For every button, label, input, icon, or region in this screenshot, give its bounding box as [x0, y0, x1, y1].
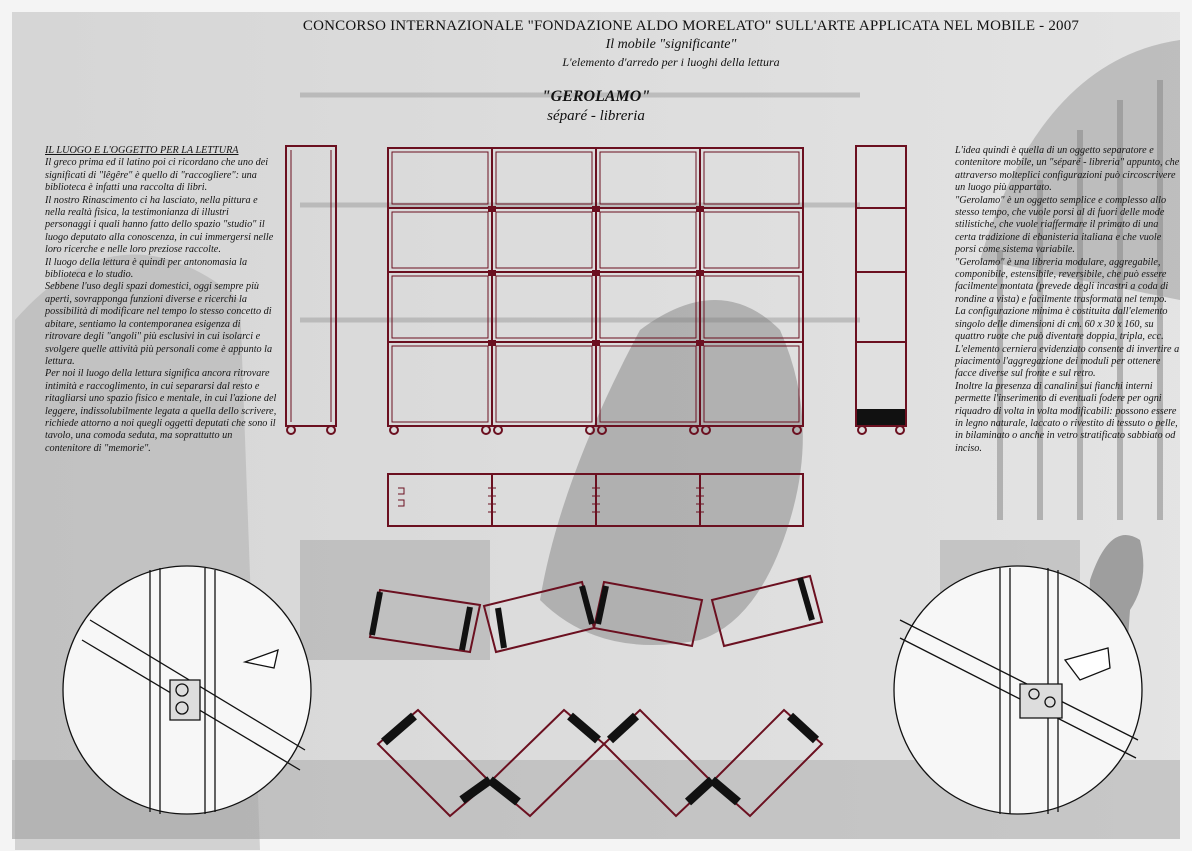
project-type: séparé - libreria: [547, 108, 645, 124]
left-text-column: IL LUOGO E L'OGGETTO PER LA LETTURA Il g…: [45, 145, 277, 455]
competition-subtitle: Il mobile "significante": [605, 37, 737, 52]
header: CONCORSO INTERNAZIONALE "FONDAZIONE ALDO…: [0, 18, 1192, 70]
hinge-detail-right: [893, 565, 1143, 815]
right-paragraph: "Gerolamo" è una libreria modulare, aggr…: [955, 256, 1180, 380]
competition-title: CONCORSO INTERNAZIONALE "FONDAZIONE ALDO…: [302, 18, 1080, 34]
left-paragraph: Il greco prima ed il latino poi ci ricor…: [45, 157, 269, 194]
left-paragraph: Sebbene l'uso degli spazi domestici, ogg…: [45, 281, 273, 367]
project-name: "GEROLAMO": [541, 88, 651, 105]
side-elevation-right: [855, 145, 907, 435]
hinge-detail-left: [62, 565, 312, 815]
left-text-heading: IL LUOGO E L'OGGETTO PER LA LETTURA: [45, 145, 239, 156]
plan-view-linear: [387, 473, 804, 527]
left-paragraph: Il luogo della lettura è quindi per anto…: [45, 256, 248, 281]
left-paragraph: Il nostro Rinascimento ci ha lasciato, n…: [45, 194, 274, 256]
right-paragraph: Inoltre la presenza di canalini sui fian…: [955, 380, 1178, 454]
project-title-block: "GEROLAMO" séparé - libreria: [440, 88, 752, 125]
side-elevation-left: [285, 145, 337, 435]
right-paragraph: L'idea quindi è quella di un oggetto sep…: [955, 145, 1180, 194]
right-paragraph: "Gerolamo" è un oggetto semplice e compl…: [955, 194, 1167, 256]
competition-tagline: L'elemento d'arredo per i luoghi della l…: [562, 55, 780, 69]
front-elevation: [387, 147, 804, 435]
plan-view-zigzag-deep: [376, 708, 824, 818]
plan-view-zigzag-shallow: [368, 574, 824, 654]
left-paragraph: Per noi il luogo della lettura significa…: [45, 368, 277, 454]
right-text-column: L'idea quindi è quella di un oggetto sep…: [955, 145, 1180, 455]
